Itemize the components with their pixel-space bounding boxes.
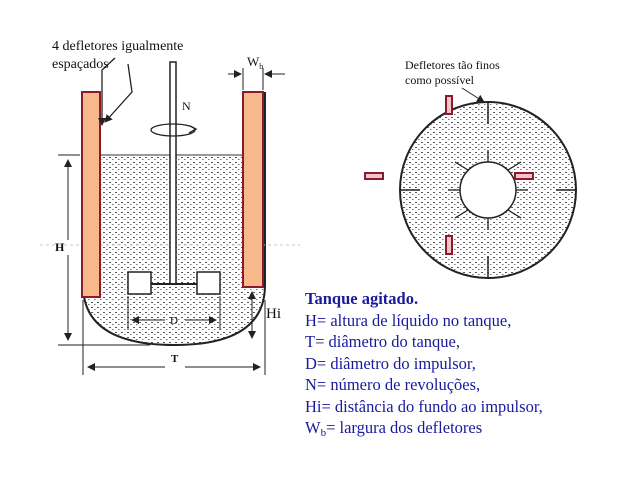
small-baffle-bottom — [445, 235, 453, 255]
t-label: T — [171, 353, 179, 365]
small-baffle-left — [364, 172, 384, 180]
small-baffle-top — [445, 95, 453, 115]
legend-t: T= diâmetro do tanque, — [305, 332, 461, 351]
legend-h: H= altura de líquido no tanque, — [305, 310, 512, 330]
shaft — [169, 61, 177, 285]
baffle-left — [81, 91, 101, 298]
impeller — [127, 271, 221, 295]
d-label: D — [170, 315, 178, 327]
legend: Tanque agitado. H= altura de líquido no … — [305, 288, 625, 445]
legend-n: N= número de revoluções, — [305, 375, 481, 394]
baffle-right — [242, 91, 264, 288]
baffles-note-line1: 4 defletores igualmente — [52, 39, 183, 54]
legend-hi: Hi= distância do fundo ao impulsor, — [305, 396, 543, 416]
legend-title: Tanque agitado. — [305, 289, 419, 308]
thin-note-leader — [461, 87, 485, 103]
legend-wb: Wb= largura dos defletores — [305, 418, 483, 439]
h-label: H — [55, 240, 65, 254]
small-baffle-right — [514, 172, 534, 180]
baffle-leader-left — [98, 57, 116, 126]
thin-note-line1: Defletores tão finos — [405, 58, 500, 72]
baffles-note-line2: espaçados — [52, 57, 109, 72]
top-view-impeller-hub — [459, 161, 517, 219]
tank-side-view: 4 defletores igualmente espaçados Wb N H… — [40, 39, 300, 375]
legend-d: D= diâmetro do impulsor, — [305, 353, 476, 373]
hi-label: Hi — [266, 306, 281, 322]
tank-wall — [82, 92, 266, 347]
tank-top-view: Defletores tão finos como possível — [364, 58, 577, 279]
wb-label: Wb — [247, 54, 263, 71]
n-label: N — [182, 99, 191, 113]
baffle-leader-right — [104, 63, 133, 123]
thin-note-line2: como possível — [405, 73, 475, 87]
